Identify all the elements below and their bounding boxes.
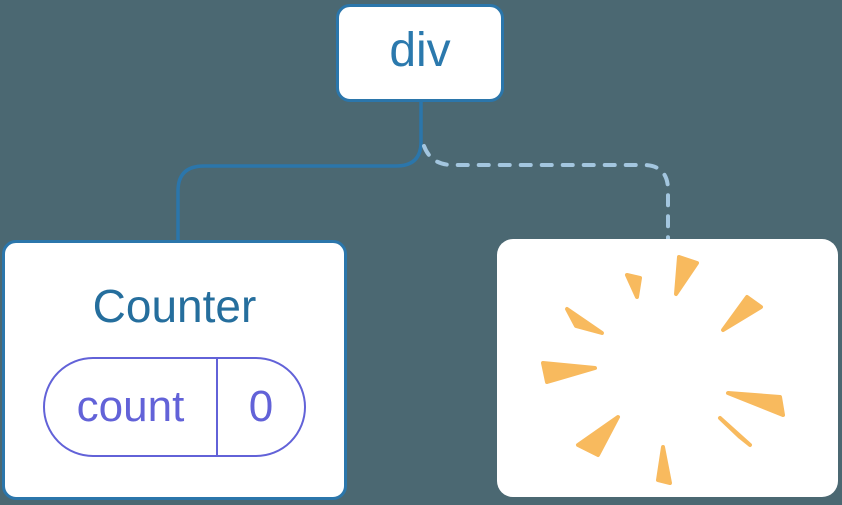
state-value-label: 0: [248, 382, 274, 431]
solid-connector-line: [176, 102, 423, 241]
poof-burst-icon: [541, 255, 785, 485]
counter-card: Counter count 0: [2, 240, 347, 500]
removed-card: [497, 239, 838, 497]
state-key-label: count: [45, 359, 218, 455]
state-pill: count 0: [43, 357, 306, 457]
dashed-connector-line: [422, 144, 670, 242]
root-node-label: div: [389, 24, 451, 77]
counter-title: Counter: [92, 280, 257, 332]
root-node-div: div: [336, 4, 504, 102]
